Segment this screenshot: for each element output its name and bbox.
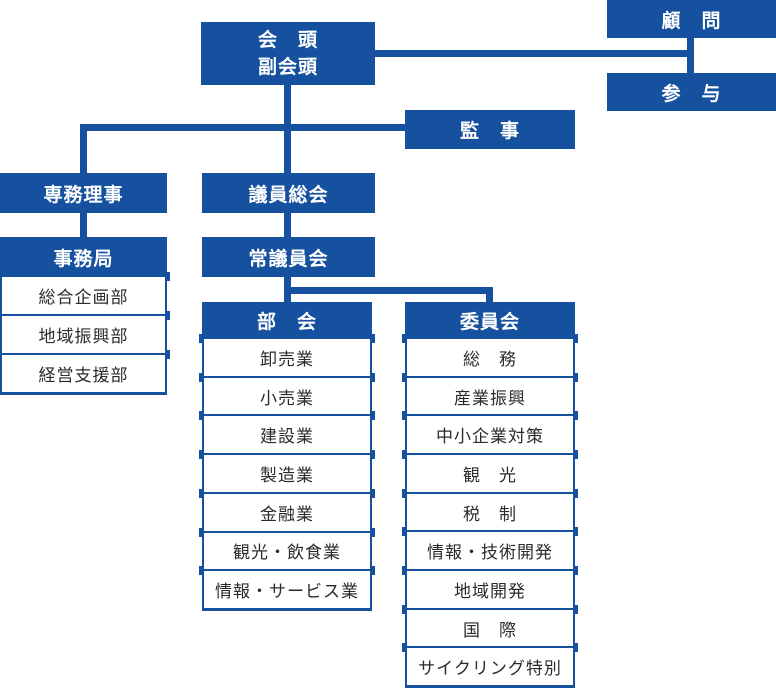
secretariat-box: 事務局 — [0, 237, 167, 277]
connector-advisor-counselor — [687, 38, 694, 73]
committee-item: 観 光 — [402, 450, 578, 494]
committee-item: 地域開発 — [402, 566, 578, 610]
connector-branch-to-committees — [284, 287, 493, 294]
department-item: 総合企画部 — [0, 272, 170, 316]
section-item: 金融業 — [199, 488, 375, 533]
committees-list: 総 務産業振興中小企業対策観 光税 制情報・技術開発地域開発国 際サイクリング特… — [402, 334, 578, 688]
section-item: 卸売業 — [199, 334, 375, 378]
section-item: 情報・サービス業 — [199, 566, 375, 609]
section-item: 観光・飲食業 — [199, 527, 375, 572]
connector-horizontal-auditor — [80, 124, 405, 131]
department-item: 地域振興部 — [0, 311, 170, 355]
connector-chairman-to-advisors — [375, 50, 694, 57]
connector-assembly-to-council — [284, 213, 291, 237]
advisor-box: 顧 問 — [607, 0, 776, 38]
section-item: 小売業 — [199, 372, 375, 417]
secretariat-departments-list: 総合企画部地域振興部経営支援部 — [0, 272, 170, 395]
committee-item: 情報・技術開発 — [402, 527, 578, 572]
executive-director-box: 専務理事 — [0, 173, 167, 213]
committee-item: 産業振興 — [402, 372, 578, 417]
section-item: 建設業 — [199, 411, 375, 456]
committees-header-box: 委員会 — [405, 302, 575, 339]
counselor-box: 参 与 — [607, 73, 776, 111]
department-item: 経営支援部 — [0, 350, 170, 392]
chairman-box: 会 頭 副会頭 — [201, 22, 375, 85]
chairman-label-line2: 副会頭 — [257, 56, 318, 78]
connector-executive-to-secretariat — [80, 213, 87, 237]
sections-list: 卸売業小売業建設業製造業金融業観光・飲食業情報・サービス業 — [199, 334, 375, 611]
auditor-box: 監 事 — [405, 110, 575, 149]
committee-item: 総 務 — [402, 334, 578, 378]
connector-down-committees — [486, 287, 493, 302]
committee-item: 中小企業対策 — [402, 411, 578, 456]
sections-header-box: 部 会 — [202, 302, 372, 339]
committee-item: 国 際 — [402, 604, 578, 649]
chairman-label-line1: 会 頭 — [257, 29, 318, 51]
general-assembly-box: 議員総会 — [202, 173, 375, 213]
committee-item: サイクリング特別 — [402, 643, 578, 686]
connector-down-executive-director — [80, 124, 87, 173]
committee-item: 税 制 — [402, 488, 578, 533]
section-item: 製造業 — [199, 450, 375, 494]
standing-council-box: 常議員会 — [202, 237, 375, 277]
